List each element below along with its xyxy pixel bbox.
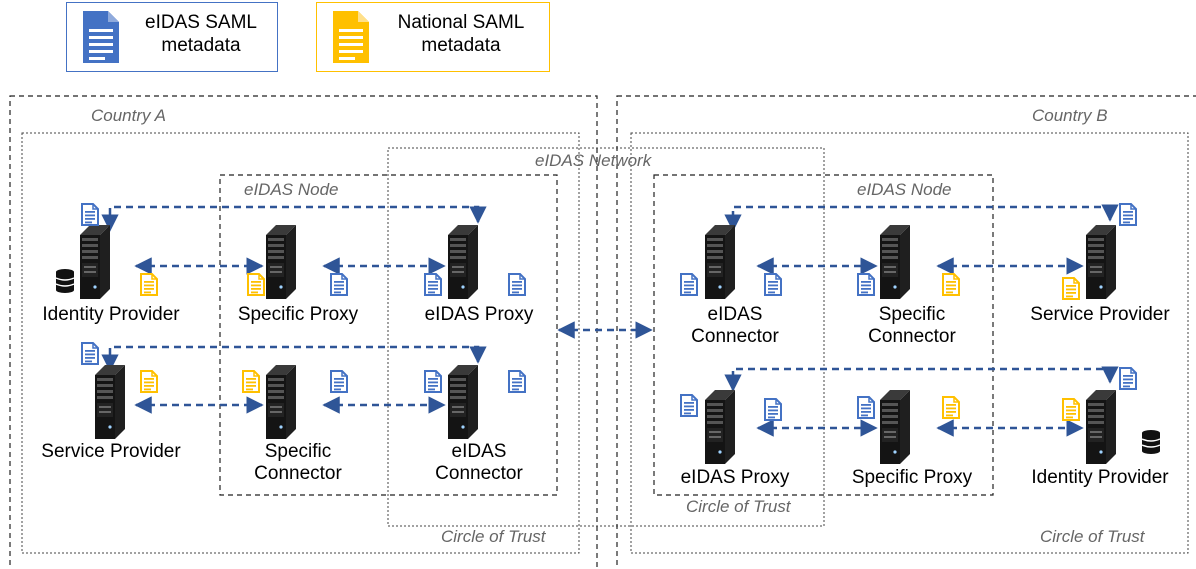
legend-national-line1: National SAML — [397, 12, 525, 33]
national-metadata-doc-icon — [942, 396, 960, 419]
specific-connector-b-label: Specific Connector — [868, 304, 956, 348]
eidas-metadata-doc-icon — [508, 370, 526, 393]
arrows-country-a — [101, 205, 487, 414]
eidas-metadata-doc-icon — [1119, 367, 1137, 390]
identity-provider-a-label: Identity Provider — [42, 304, 180, 325]
eidas-connector-a-label: eIDAS Connector — [435, 441, 523, 485]
cot-b-boundary — [630, 132, 1189, 554]
cot-a-boundary — [21, 132, 580, 554]
eidas-network-label: eIDAS Network — [535, 151, 652, 170]
server-specific-proxy-a — [266, 225, 296, 299]
server-service-provider-b — [1086, 225, 1116, 299]
eidas-connector-b-label: eIDAS Connector — [691, 304, 779, 348]
cot-b-label: Circle of Trust — [1040, 527, 1145, 546]
service-provider-a-label: Service Provider — [41, 441, 181, 462]
database-icon — [55, 268, 75, 294]
eidas-proxy-b-label: eIDAS Proxy — [680, 467, 790, 488]
cot-network-label: Circle of Trust — [686, 497, 791, 516]
node-b-boundary — [653, 174, 994, 496]
country-b-label: Country B — [1032, 106, 1108, 125]
eidas-metadata-doc-icon — [857, 396, 875, 419]
eidas-proxy-a-label: eIDAS Proxy — [424, 304, 534, 325]
national-metadata-doc-icon — [333, 11, 369, 63]
eidas-connector-a-line2: Connector — [435, 462, 523, 484]
specific-connector-a-line1: Specific — [264, 441, 332, 462]
eidas-metadata-doc-icon — [424, 370, 442, 393]
server-identity-provider-b — [1086, 390, 1116, 464]
eidas-metadata-doc-icon — [764, 273, 782, 296]
eidas-metadata-doc-icon — [330, 273, 348, 296]
eidas-metadata-doc-icon — [81, 342, 99, 365]
specific-connector-b-line1: Specific — [878, 304, 946, 325]
eidas-metadata-doc-icon — [330, 370, 348, 393]
specific-proxy-a-label: Specific Proxy — [237, 304, 359, 325]
node-a-boundary — [219, 174, 558, 496]
server-specific-connector-b — [880, 225, 910, 299]
national-metadata-doc-icon — [247, 273, 265, 296]
eidas-metadata-doc-icon — [508, 273, 526, 296]
service-provider-b-label: Service Provider — [1030, 304, 1170, 325]
eidas-metadata-doc-icon — [680, 394, 698, 417]
node-b-label: eIDAS Node — [857, 180, 952, 199]
specific-connector-b-line2: Connector — [868, 325, 956, 347]
eidas-metadata-doc-icon — [83, 11, 119, 63]
national-metadata-doc-icon — [242, 370, 260, 393]
legend-national-line2: metadata — [421, 34, 501, 56]
eidas-connector-b-line1: eIDAS — [707, 304, 763, 325]
legend-eidas-line2: metadata — [161, 34, 241, 56]
eidas-metadata-doc-icon — [81, 203, 99, 226]
database-icon — [1141, 429, 1161, 455]
eidas-metadata-doc-icon — [424, 273, 442, 296]
server-service-provider-a — [95, 365, 125, 439]
national-metadata-doc-icon — [140, 370, 158, 393]
server-eidas-connector-a — [448, 365, 478, 439]
eidas-metadata-doc-icon — [1119, 203, 1137, 226]
eidas-metadata-doc-icon — [857, 273, 875, 296]
arrow-eidas-proxy-to-idp-metadata-a — [101, 205, 487, 232]
server-eidas-proxy-a — [448, 225, 478, 299]
node-a-label: eIDAS Node — [244, 180, 339, 199]
legend-eidas-metadata: eIDAS SAML metadata — [66, 2, 278, 72]
national-metadata-doc-icon — [942, 273, 960, 296]
cot-a-label: Circle of Trust — [441, 527, 546, 546]
identity-provider-b-label: Identity Provider — [1031, 467, 1169, 488]
national-metadata-doc-icon — [1062, 277, 1080, 300]
server-specific-proxy-b — [880, 390, 910, 464]
arrow-eidas-proxy-to-idp-metadata-b — [724, 366, 1119, 392]
arrows-country-b — [724, 204, 1119, 437]
national-metadata-doc-icon — [140, 273, 158, 296]
legend-national-metadata: National SAML metadata — [316, 2, 550, 72]
eidas-connector-a-line1: eIDAS — [451, 441, 507, 462]
specific-connector-a-line2: Connector — [254, 462, 342, 484]
legend-eidas-line1: eIDAS SAML — [145, 12, 257, 33]
eidas-connector-b-line2: Connector — [691, 325, 779, 347]
national-metadata-doc-icon — [1062, 398, 1080, 421]
server-eidas-proxy-b — [705, 390, 735, 464]
arrow-eidas-connector-to-sp-metadata-b — [724, 204, 1119, 232]
arrow-eidas-connector-to-sp-metadata-a — [101, 345, 487, 372]
server-specific-connector-a — [266, 365, 296, 439]
eidas-metadata-doc-icon — [680, 273, 698, 296]
specific-connector-a-label: Specific Connector — [254, 441, 342, 485]
server-eidas-connector-b — [705, 225, 735, 299]
country-a-boundary — [9, 95, 598, 569]
country-a-label: Country A — [91, 106, 166, 125]
server-identity-provider-a — [80, 225, 110, 299]
eidas-metadata-doc-icon — [764, 398, 782, 421]
eidas-network-boundary — [387, 147, 825, 527]
specific-proxy-b-label: Specific Proxy — [851, 467, 973, 488]
